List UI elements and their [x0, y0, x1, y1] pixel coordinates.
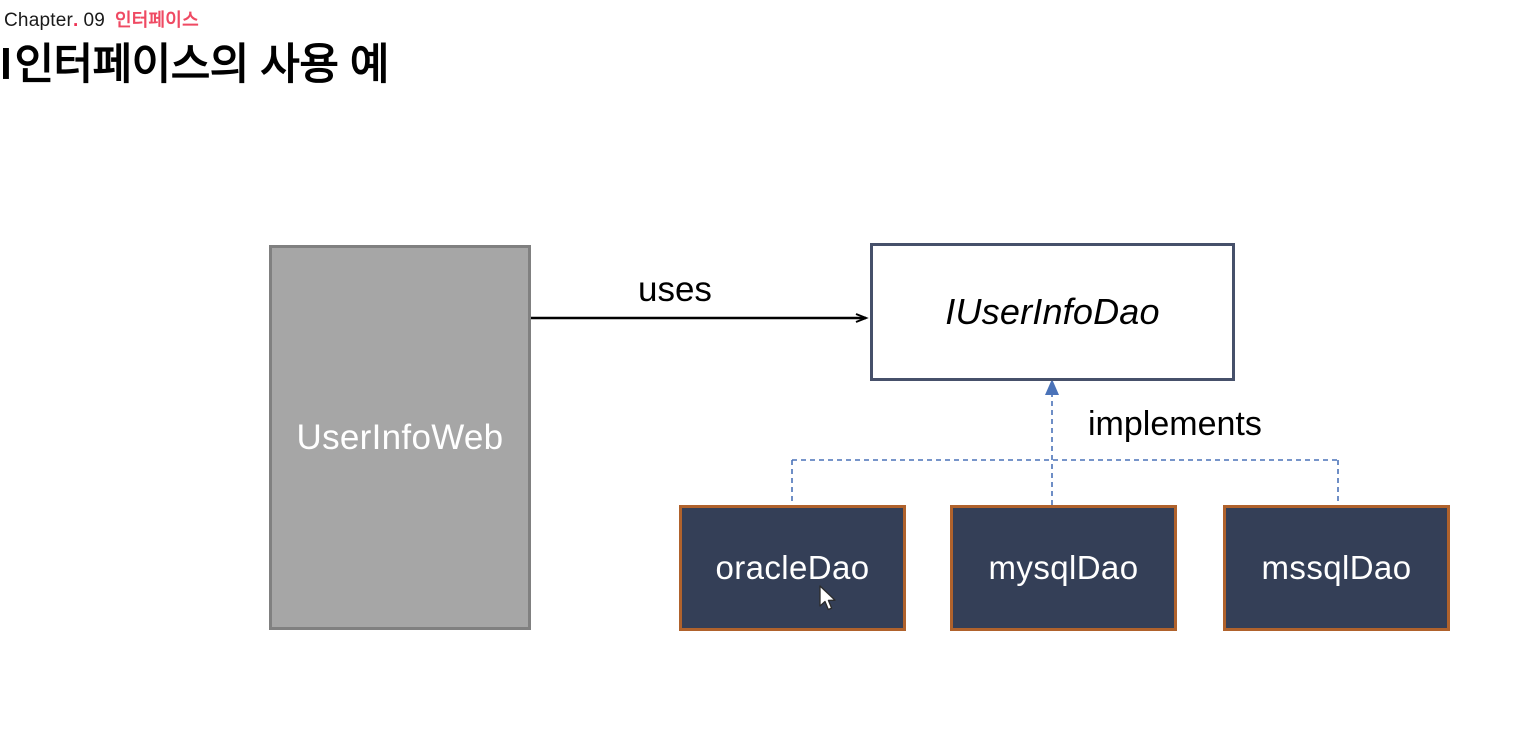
chapter-label: Chapter.09 인터페이스 [4, 9, 199, 32]
node-mssqldao-label: mssqlDao [1261, 549, 1412, 586]
node-oracledao[interactable]: oracleDao [679, 505, 906, 631]
node-userinfoweb-label: UserInfoWeb [296, 417, 504, 457]
implements-arrowhead [1045, 379, 1059, 395]
edge-label-implements: implements [1088, 405, 1262, 443]
chapter-number: 09 [83, 10, 106, 31]
edge-implements [791, 392, 1339, 505]
chapter-dot: . [73, 10, 79, 31]
title-bullet-bar: l [0, 41, 12, 89]
page-title: l인터페이스의 사용 예 [0, 38, 389, 93]
edge-label-uses: uses [638, 270, 712, 309]
node-mssqldao[interactable]: mssqlDao [1223, 505, 1450, 631]
chapter-word: Chapter [4, 10, 73, 31]
node-mysqldao[interactable]: mysqlDao [950, 505, 1177, 631]
node-iuserinfodao-label: IUserInfoDao [945, 291, 1160, 332]
chapter-keyword: 인터페이스 [115, 10, 199, 30]
node-oracledao-label: oracleDao [715, 549, 870, 586]
title-text: 인터페이스의 사용 예 [14, 41, 389, 89]
node-userinfoweb[interactable]: UserInfoWeb [269, 245, 531, 630]
node-iuserinfodao[interactable]: IUserInfoDao [870, 243, 1235, 381]
node-mysqldao-label: mysqlDao [988, 549, 1139, 586]
